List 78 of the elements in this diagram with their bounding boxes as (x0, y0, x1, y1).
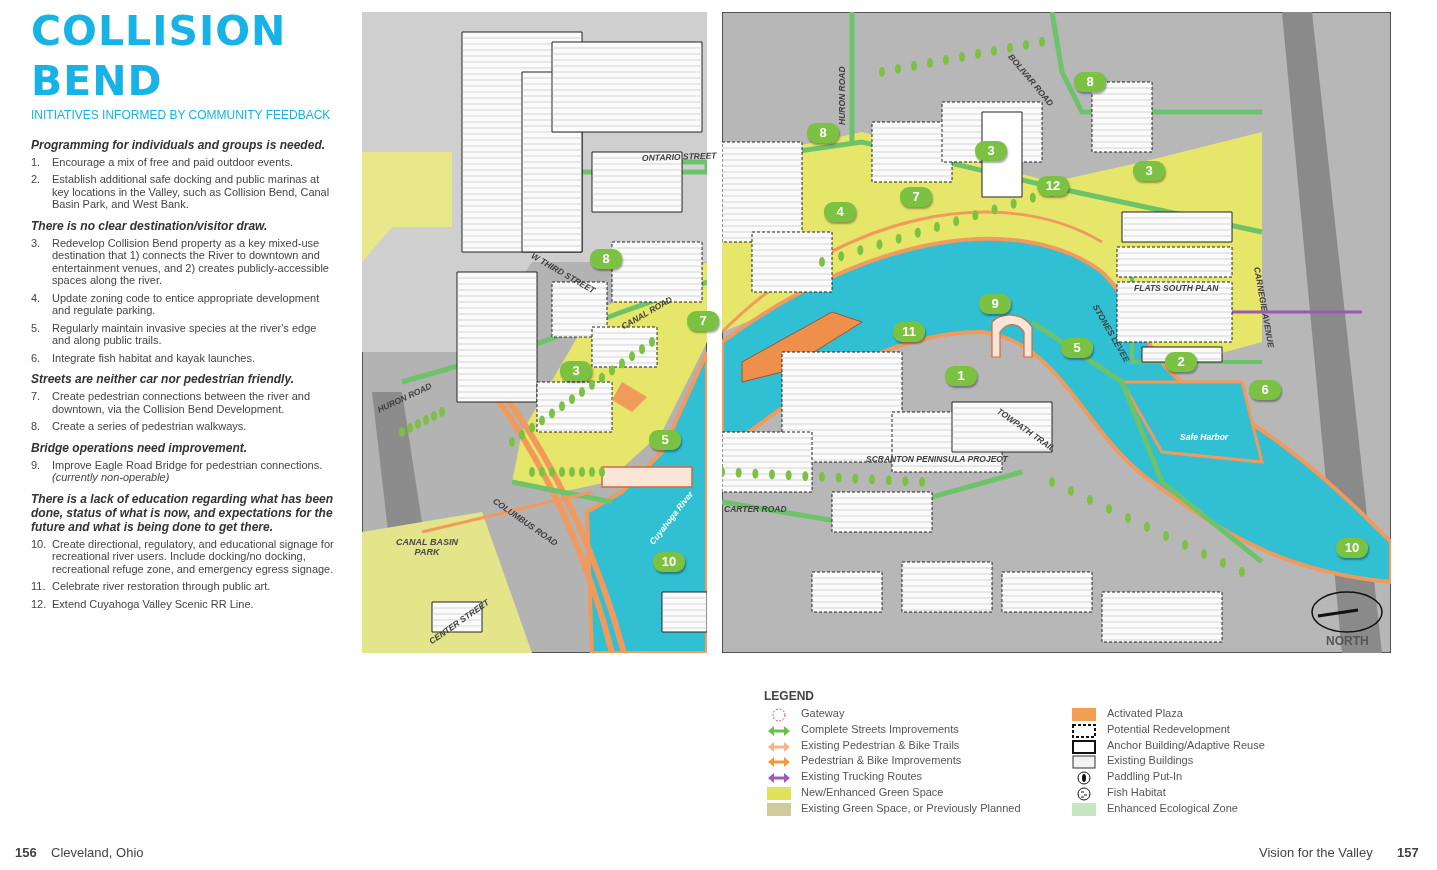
list-number: 11. (31, 580, 47, 593)
list-item-text: Extend Cuyahoga Valley Scenic RR Line. (52, 597, 254, 610)
list-number: 3. (31, 236, 42, 251)
list-number: 12. (31, 597, 48, 610)
list-number: 7. (31, 390, 42, 404)
development-label: FLATS SOUTH PLAN (1134, 283, 1219, 293)
list-number: 6. (31, 351, 42, 364)
section-heading: Programming for individuals and groups is needed. (31, 137, 327, 152)
list-item-text: Celebrate river restoration through public art. (52, 580, 271, 593)
section-subtitle: INITIATIVES INFORMED BY COMMUNITY FEEDBACK (31, 109, 331, 122)
harbor-label: Safe Harbor (1180, 432, 1229, 442)
callout-number: 4 (824, 202, 856, 222)
callout-number: 6 (1249, 380, 1281, 400)
list-number: 2. (31, 173, 42, 187)
legend-label: Enhanced Ecological Zone (1107, 801, 1238, 814)
legend-label: Pedestrian & Bike Improvements (801, 754, 962, 767)
legend-label: Existing Green Space, or Previously Planned (801, 801, 1021, 814)
callout-number: 11 (893, 322, 925, 342)
footer-text: Cleveland, Ohio (51, 845, 144, 860)
list-number: 1. (31, 155, 42, 168)
callout-number: 3 (975, 141, 1007, 161)
list-item-text: Regularly maintain invasive species at the river's edge and along public trails. (52, 321, 318, 347)
street-label: HURON ROAD (837, 66, 847, 125)
legend-label: Existing Trucking Routes (801, 770, 923, 783)
legend-title: LEGEND (764, 689, 814, 703)
list-number: 4. (31, 291, 42, 306)
development-label: SCRANTON PENINSULA PROJECT (866, 454, 1008, 464)
list-item-text: Establish additional safe docking and public marinas at key locations in the Valley, such as Collision Bend, Canal Basin Park, and West Bank. (52, 173, 331, 211)
list-item-text: Redevelop Collision Bend property as a key mixed-use destination that 1) connects the River to downtown and entertainment venues, and 2) creates publicly-accessible spaces along the river. (52, 236, 330, 287)
legend-label: Existing Buildings (1107, 754, 1194, 767)
page-title: COLLISION BEND (31, 6, 288, 106)
street-label: ONTARIO STREET (641, 150, 717, 163)
list-number: 5. (31, 321, 42, 336)
legend-label: Anchor Building/Adaptive Reuse (1107, 738, 1265, 751)
section-heading: Bridge operations need improvement. (31, 440, 249, 455)
list-item-text: Update zoning code to entice appropriate development and regulate parking. (52, 291, 321, 317)
legend-label: Complete Streets Improvements (801, 722, 959, 735)
callout-number: 1 (945, 366, 977, 386)
list-item-text: Encourage a mix of free and paid outdoor events. (52, 155, 293, 168)
page-number: 157 (1397, 845, 1419, 860)
callout-number: 10 (653, 552, 685, 572)
list-number: 8. (31, 420, 42, 433)
callout-number: 9 (979, 294, 1011, 314)
callout-number: 8 (807, 123, 839, 143)
street-label: CARTER ROAD (724, 504, 787, 514)
legend-label: Fish Habitat (1107, 786, 1166, 798)
legend-label: Activated Plaza (1107, 707, 1183, 719)
list-item-text: Integrate fish habitat and kayak launches. (52, 351, 256, 364)
legend-label: Existing Pedestrian & Bike Trails (801, 738, 960, 751)
section-heading: There is no clear destination/visitor draw. (31, 218, 269, 233)
place-label: CANAL BASIN PARK (395, 537, 459, 557)
callout-number: 7 (900, 187, 932, 207)
footer-text: Vision for the Valley (1259, 845, 1373, 860)
callout-number: 5 (1061, 338, 1093, 358)
callout-number: 8 (590, 249, 622, 269)
callout-number: 2 (1165, 352, 1197, 372)
legend-label: Paddling Put-In (1107, 770, 1183, 783)
callout-number: 10 (1336, 538, 1368, 558)
callout-number: 3 (560, 361, 592, 381)
page-number: 156 (15, 845, 37, 860)
callout-number: 3 (1133, 161, 1165, 181)
north-label: NORTH (1326, 634, 1369, 648)
section-heading: There is a lack of education regarding what has been done, status of what is now, and expectations for the future and what is being done to get there. (31, 491, 335, 534)
section-heading: Streets are neither car nor pedestrian friendly. (31, 372, 295, 386)
list-item-text: Create directional, regulatory, and educational signage for recreational river users. Include docking/no docking, recreational refuge zone, and emergency egress signage. (52, 537, 335, 575)
legend-label: Gateway (801, 707, 845, 719)
list-item-text: Create a series of pedestrian walkways. (52, 420, 247, 433)
list-number: 10. (31, 537, 48, 552)
list-item-text: Create pedestrian connections between the river and downtown, via the Collision Bend Development. (52, 390, 312, 415)
legend-label: Potential Redevelopment (1107, 722, 1230, 735)
callout-number: 12 (1037, 176, 1069, 196)
list-number: 9. (31, 458, 42, 473)
street-label: CARNEGIE AVENUE (1252, 266, 1277, 349)
callout-number: 7 (687, 311, 719, 331)
list-item-text: Improve Eagle Road Bridge for pedestrian connections. (currently non-operable) (52, 458, 324, 484)
legend-label: New/Enhanced Green Space (801, 786, 944, 798)
callout-number: 5 (649, 430, 681, 450)
callout-number: 8 (1074, 72, 1106, 92)
